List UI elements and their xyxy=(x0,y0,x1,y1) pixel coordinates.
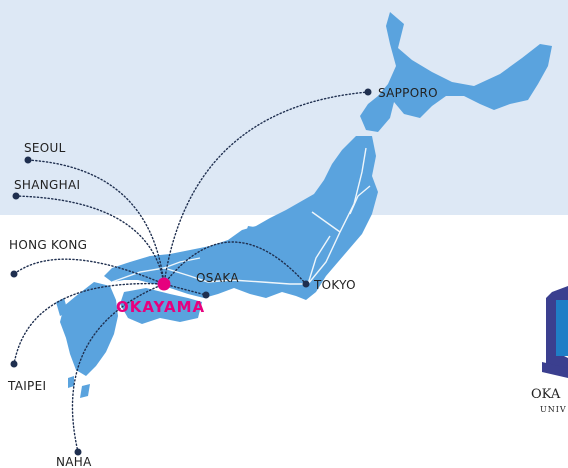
sapporo-dot xyxy=(364,88,372,96)
kyushu xyxy=(60,282,118,376)
route-hongkong xyxy=(13,258,165,285)
logo-text-line2: UNIV xyxy=(540,405,567,414)
tokyo-dot xyxy=(302,280,310,288)
city-labels: SAPPORO OSAKA TOKYO SEOUL SHANGHAI HONG … xyxy=(7,86,438,468)
taipei-dot xyxy=(10,360,18,368)
logo-mark-blue xyxy=(556,300,568,356)
city-label-seoul: SEOUL xyxy=(24,141,66,155)
hongkong-dot xyxy=(10,270,18,278)
route-tokyo xyxy=(163,241,307,285)
city-label-sapporo: SAPPORO xyxy=(378,86,438,100)
route-osaka xyxy=(163,283,207,296)
city-label-osaka: OSAKA xyxy=(196,271,239,285)
goto-islands xyxy=(56,298,68,316)
japan-landmass xyxy=(56,12,552,398)
routes xyxy=(13,91,369,453)
hokkaido xyxy=(360,12,552,132)
route-shanghai xyxy=(15,195,165,285)
shanghai-dot xyxy=(12,192,20,200)
city-label-shanghai: SHANGHAI xyxy=(14,178,80,192)
route-sapporo xyxy=(163,91,369,285)
logo-mark-base xyxy=(542,362,568,378)
osaka-dot xyxy=(202,291,210,299)
university-logo: OKA UNIV xyxy=(531,286,568,414)
city-label-taipei: TAIPEI xyxy=(7,379,46,393)
noto-peninsula xyxy=(244,226,262,248)
sea-band xyxy=(0,0,568,215)
city-label-naha: NAHA xyxy=(56,455,92,468)
seoul-dot xyxy=(24,156,32,164)
shikoku xyxy=(120,288,202,324)
city-label-tokyo: TOKYO xyxy=(313,278,356,292)
city-label-okayama: OKAYAMA xyxy=(116,298,205,316)
route-taipei xyxy=(13,282,165,365)
city-dots xyxy=(10,88,372,456)
okayama-hub-dot xyxy=(157,277,171,291)
logo-text-line1: OKA xyxy=(531,387,561,402)
naha-dot xyxy=(74,448,82,456)
amami-island xyxy=(68,376,74,388)
city-label-hongkong: HONG KONG xyxy=(9,238,87,252)
honshu xyxy=(104,136,378,300)
rail-lines xyxy=(111,147,371,285)
route-naha xyxy=(71,283,165,453)
osumi-islands xyxy=(80,384,90,398)
